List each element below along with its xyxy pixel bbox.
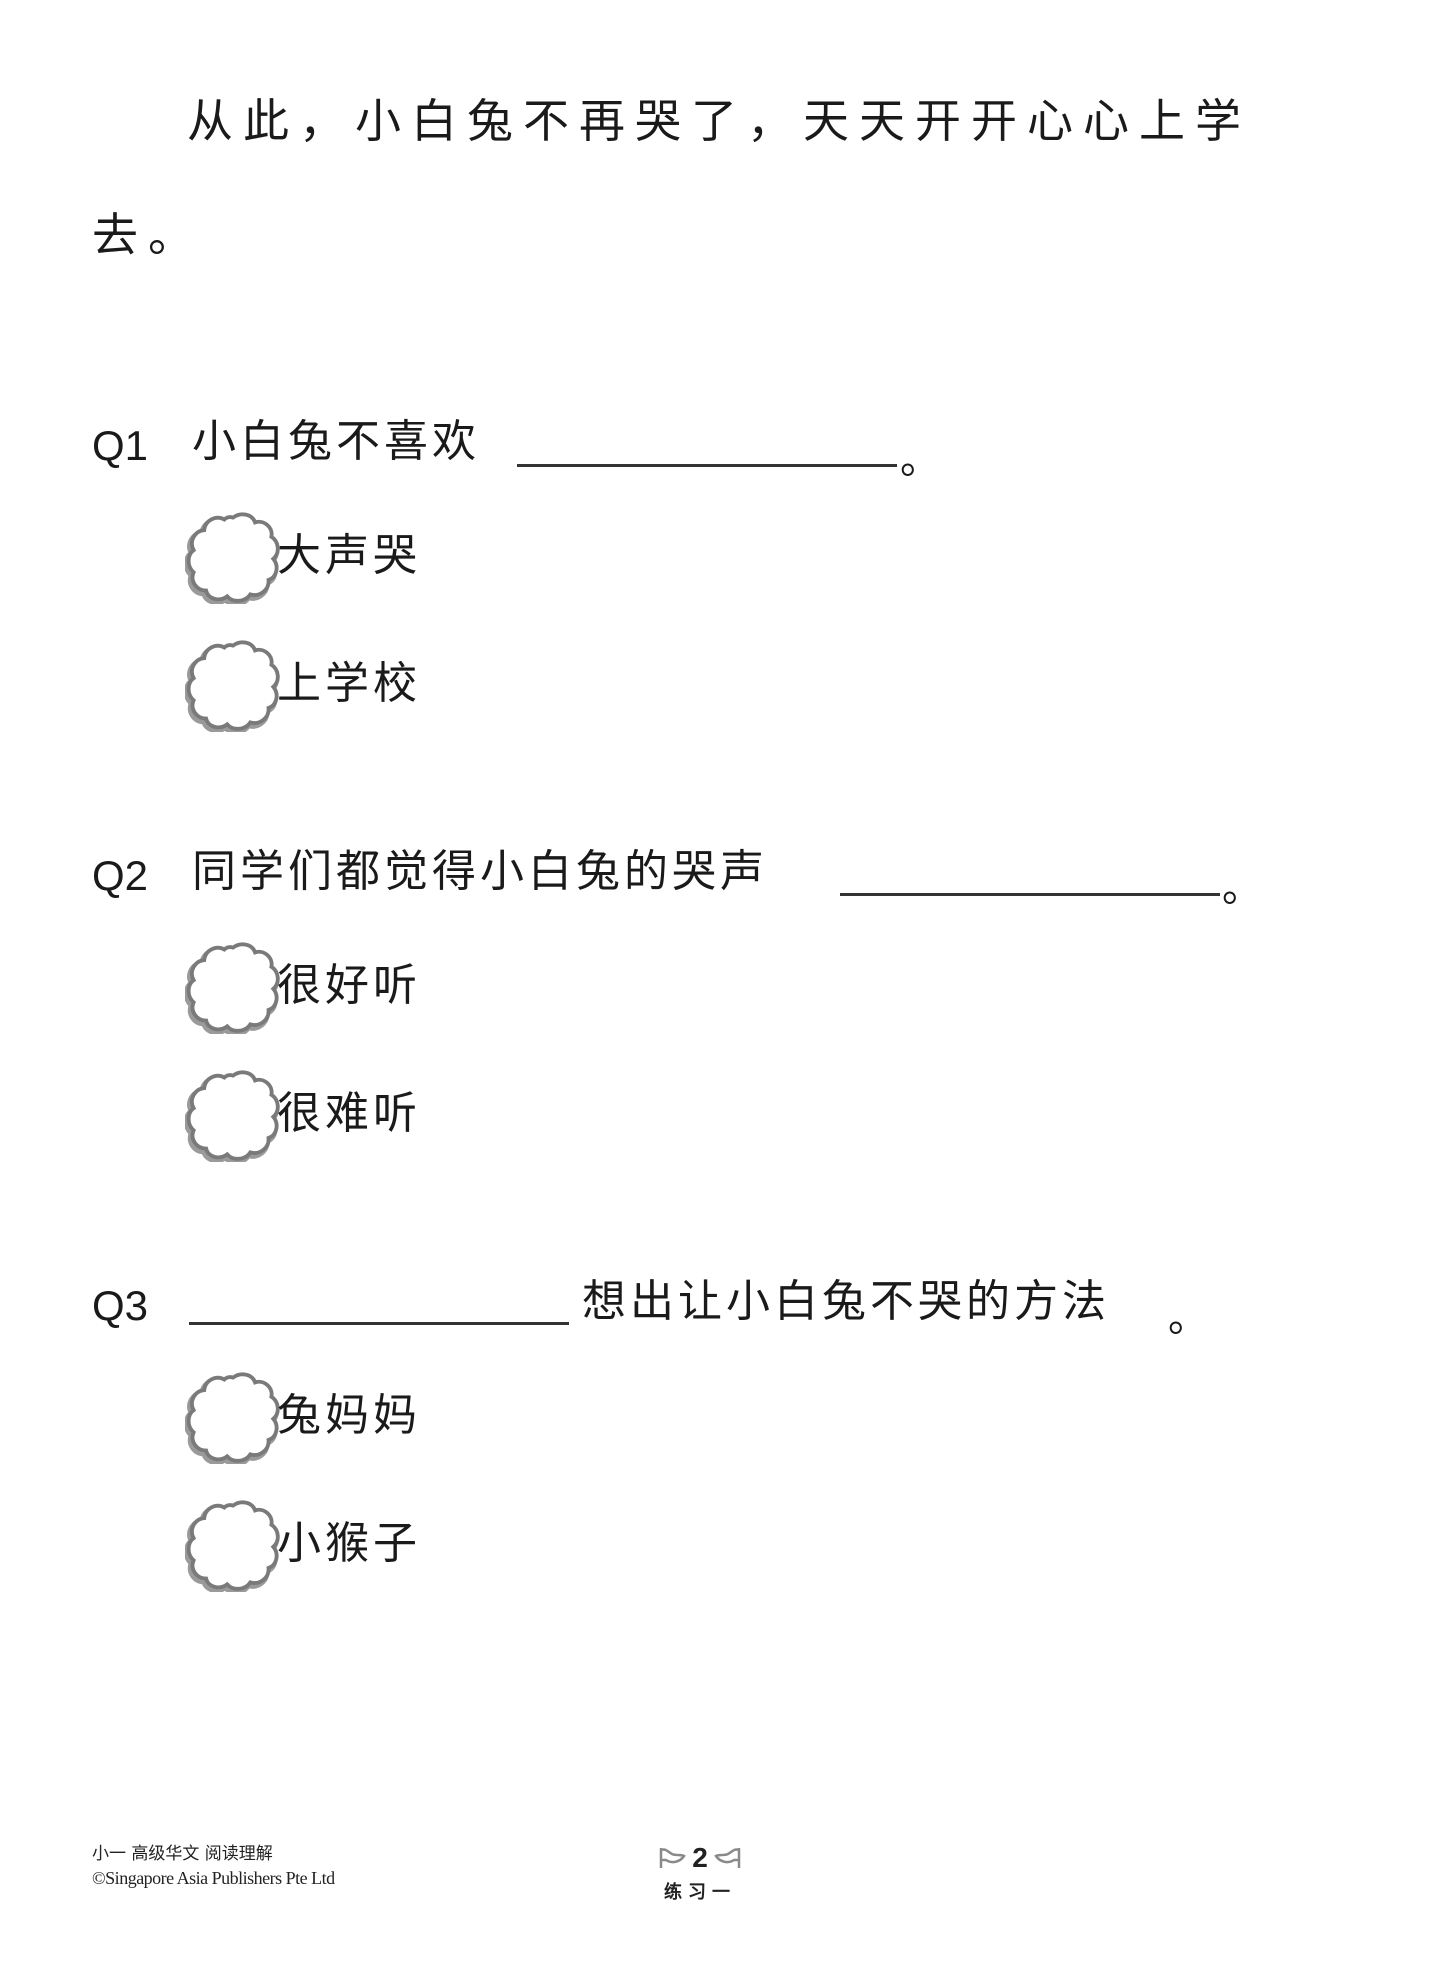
flower-bubble-icon[interactable] (185, 636, 281, 732)
footer-book-title: 小一 高级华文 阅读理解 (92, 1844, 273, 1864)
question-3-option-1[interactable]: 兔妈妈 (185, 1368, 421, 1464)
question-1-period: 。 (900, 437, 940, 483)
question-1-label: Q1 (92, 422, 149, 469)
flower-bubble-icon[interactable] (185, 508, 281, 604)
exercise-label: 练习一 (664, 1882, 736, 1903)
option-label: 上学校 (277, 658, 421, 709)
question-2-option-1[interactable]: 很好听 (185, 938, 421, 1034)
page-number-block: 2 练习一 (645, 1842, 755, 1904)
question-3-period: 。 (1168, 1295, 1208, 1341)
question-3-label: Q3 (92, 1282, 149, 1329)
question-2-blank[interactable] (840, 893, 1220, 896)
question-1-option-1[interactable]: 大声哭 (185, 508, 421, 604)
question-3-option-2[interactable]: 小猴子 (185, 1496, 421, 1592)
story-line-1: 从此，小白兔不再哭了，天天开开心心上学 (187, 94, 1251, 148)
option-label: 小猴子 (277, 1518, 421, 1569)
question-1-blank[interactable] (517, 464, 897, 467)
question-3-text: 想出让小白兔不哭的方法 (582, 1276, 1110, 1327)
flower-bubble-icon[interactable] (185, 1496, 281, 1592)
flower-bubble-icon[interactable] (185, 938, 281, 1034)
question-2-period: 。 (1222, 865, 1262, 911)
story-line-2: 去。 (92, 208, 204, 262)
option-label: 很难听 (277, 1088, 421, 1139)
option-label: 大声哭 (277, 530, 421, 581)
page-number: 2 (692, 1842, 708, 1873)
question-2-option-2[interactable]: 很难听 (185, 1066, 421, 1162)
option-label: 兔妈妈 (277, 1390, 421, 1441)
footer-book-info: 小一 高级华文 阅读理解 ©Singapore Asia Publishers … (92, 1842, 335, 1890)
flower-bubble-icon[interactable] (185, 1066, 281, 1162)
flag-right-icon (713, 1848, 741, 1868)
question-3-blank[interactable] (189, 1322, 569, 1325)
option-label: 很好听 (277, 960, 421, 1011)
footer-copyright: ©Singapore Asia Publishers Pte Ltd (92, 1868, 335, 1888)
question-1-option-2[interactable]: 上学校 (185, 636, 421, 732)
question-2-label: Q2 (92, 852, 149, 899)
question-2-text: 同学们都觉得小白兔的哭声 (192, 846, 768, 897)
flower-bubble-icon[interactable] (185, 1368, 281, 1464)
question-1-text: 小白兔不喜欢 (192, 416, 480, 467)
flag-left-icon (659, 1848, 687, 1868)
